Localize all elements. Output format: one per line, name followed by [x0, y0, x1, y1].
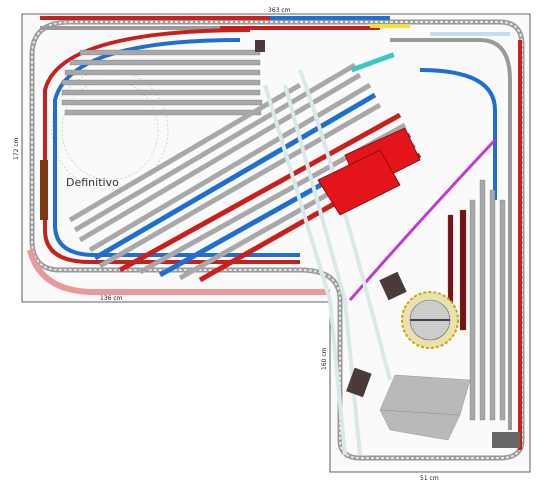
- dimension-right-lower: 160 cm: [321, 347, 328, 370]
- station-building: [317, 127, 421, 216]
- dimension-bottom-lower: 51 cm: [420, 475, 439, 482]
- dark-buildings: [255, 40, 520, 448]
- left-yard-sidings: [61, 49, 263, 116]
- right-loop-lines: [348, 38, 522, 450]
- dimension-top: 363 cm: [268, 7, 291, 14]
- dimension-bottom: 136 cm: [100, 295, 123, 302]
- teal-segment: [350, 52, 395, 73]
- left-loop-lines: [27, 28, 330, 295]
- right-lower-yard: [447, 179, 506, 421]
- top-main-lines: [40, 16, 510, 36]
- turntable: [401, 291, 459, 349]
- dimension-left: 172 cm: [13, 137, 20, 160]
- roundhouse-fan: [379, 374, 471, 441]
- plan-title: Definitivo: [66, 176, 119, 189]
